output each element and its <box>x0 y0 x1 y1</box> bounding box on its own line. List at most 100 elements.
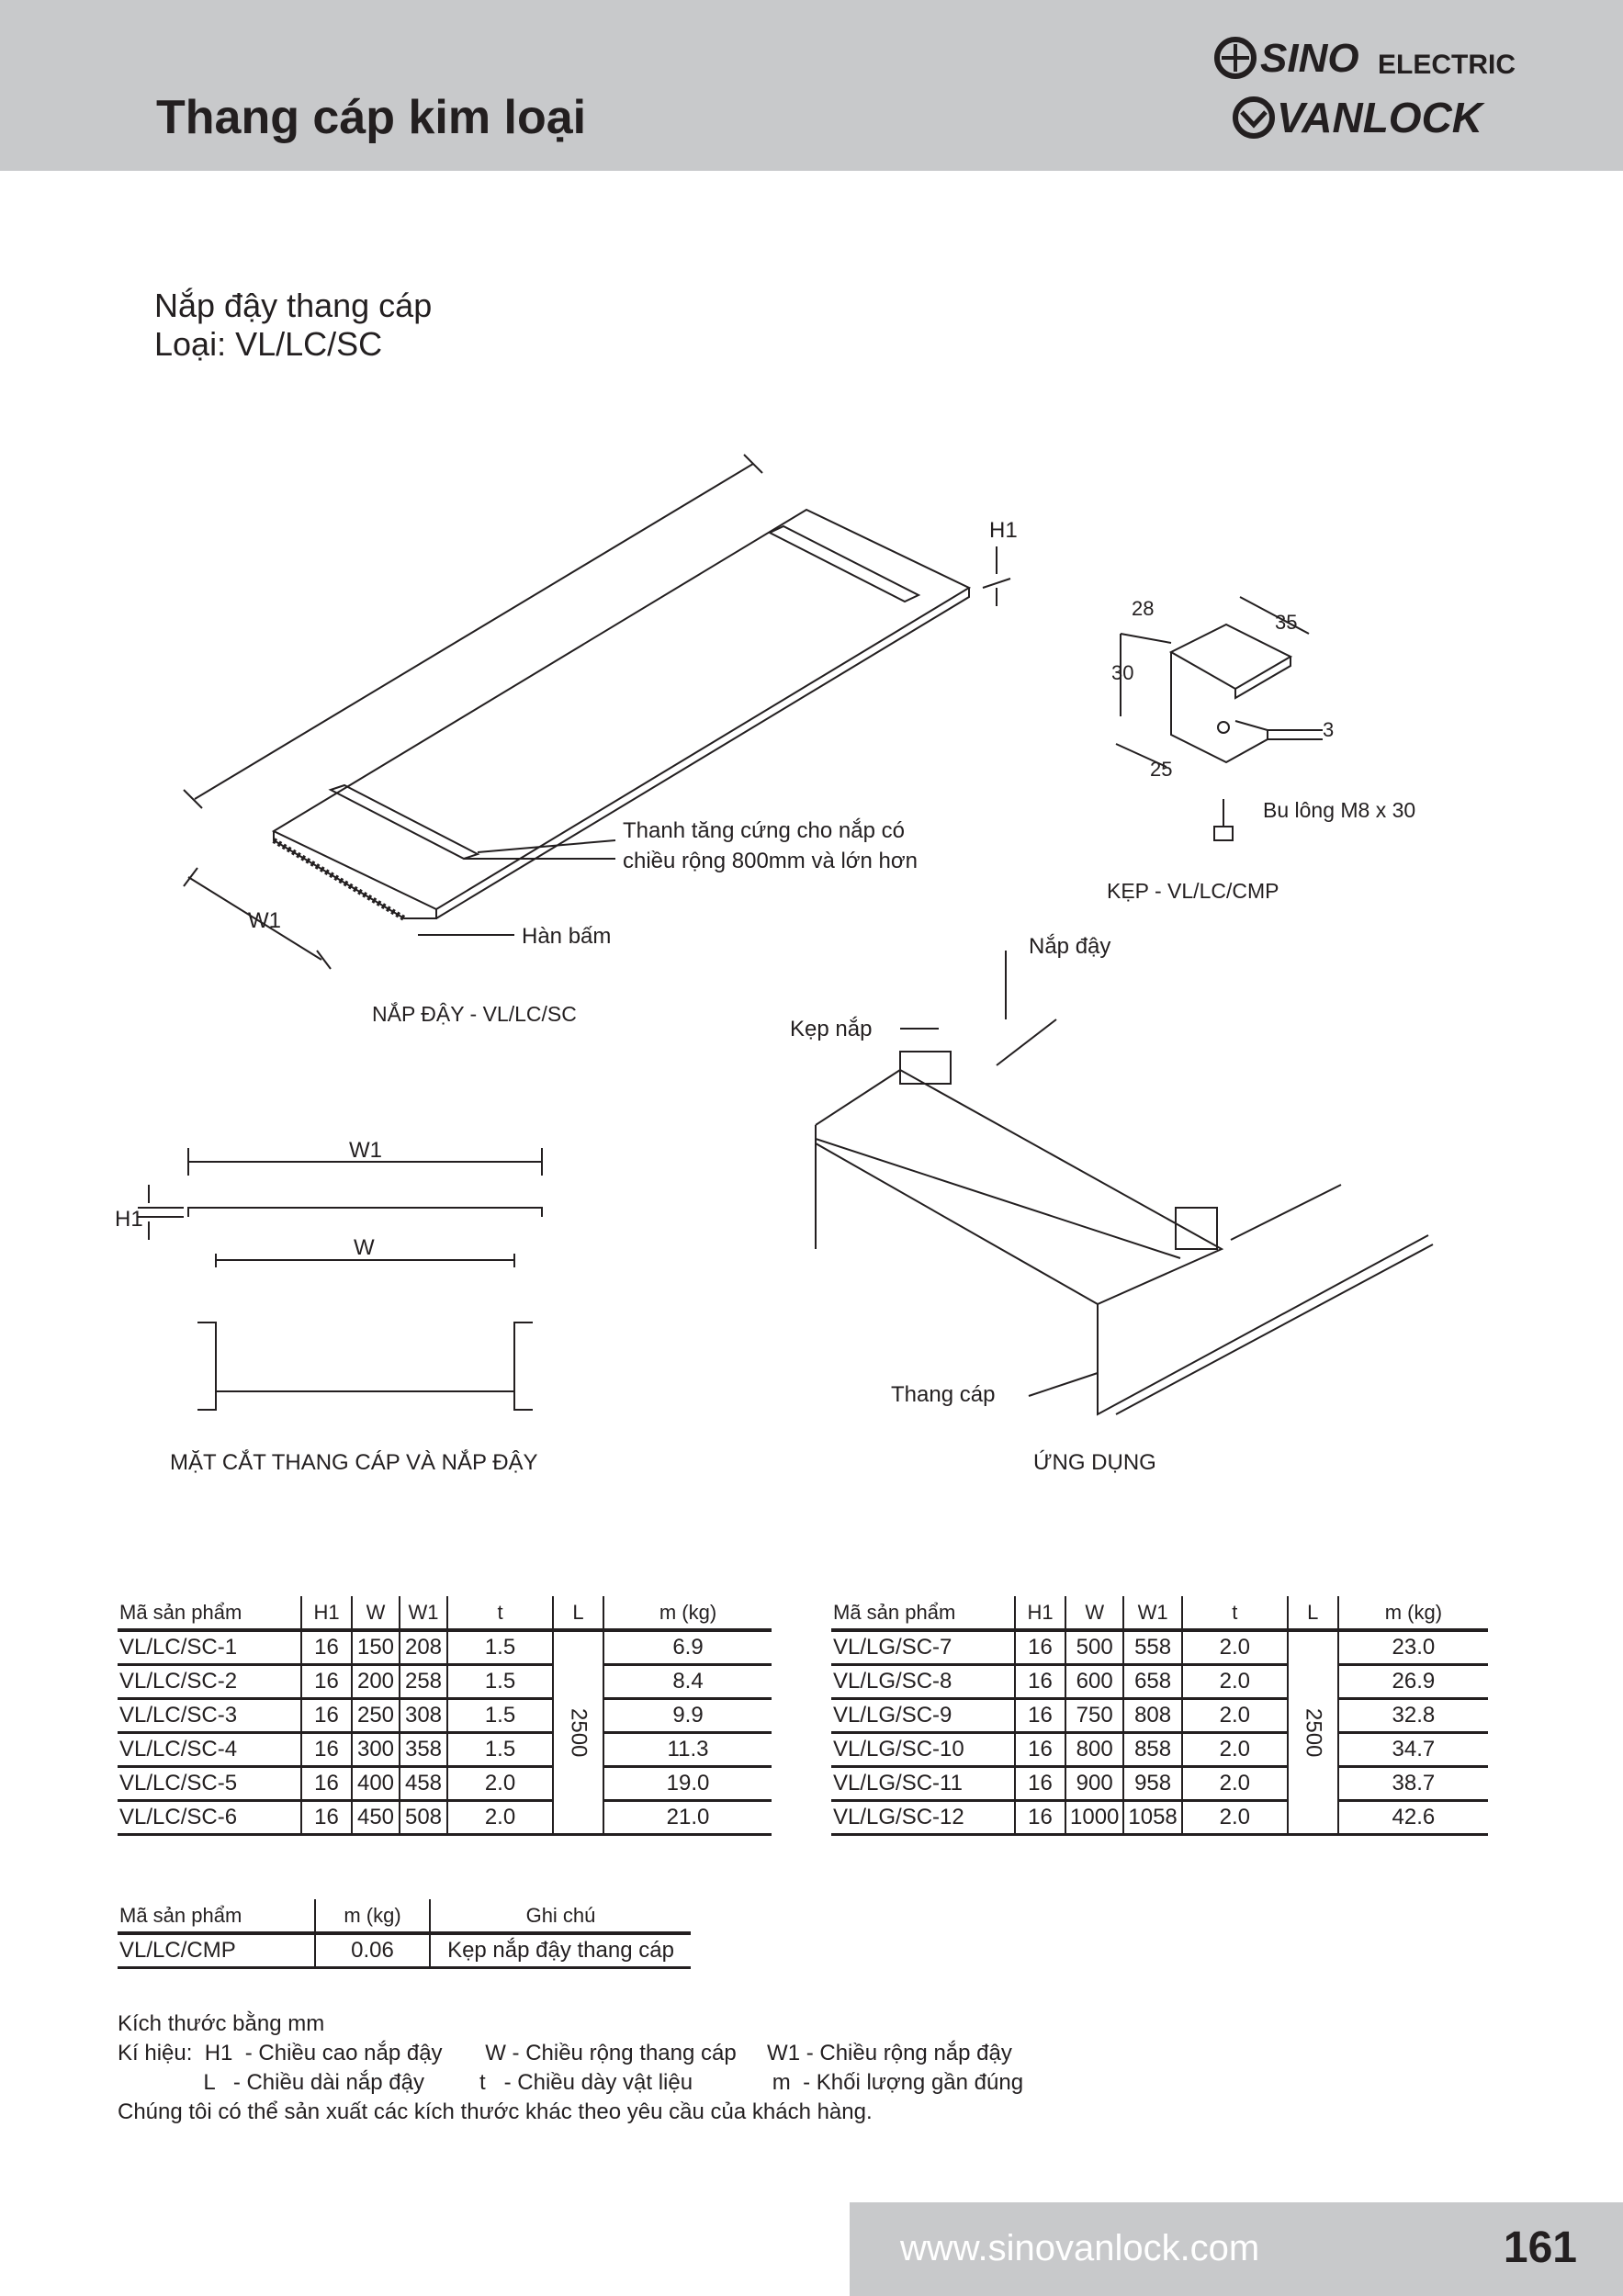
table-header-cell: W1 <box>399 1596 447 1632</box>
drawing-label: Thang cáp <box>891 1382 995 1407</box>
table-header-cell: W <box>1064 1596 1124 1632</box>
table-cell: VL/LG/SC-10 <box>831 1732 1015 1768</box>
table-cell: 400 <box>351 1766 400 1802</box>
table-cell: 26.9 <box>1336 1664 1488 1700</box>
table-cell: VL/LG/SC-8 <box>831 1664 1015 1700</box>
table-cell: VL/LG/SC-7 <box>831 1630 1015 1666</box>
table-cell: 2.0 <box>446 1766 553 1802</box>
table-cell: 150 <box>351 1630 400 1666</box>
table-cell: VL/LC/SC-6 <box>118 1800 301 1836</box>
notes: Kích thước bằng mm Kí hiệu: H1 - Chiều c… <box>118 2009 1023 2127</box>
section-drawing <box>138 1148 543 1411</box>
header-band: Thang cáp kim loại SINO ELECTRIC VANLOCK <box>0 0 1623 171</box>
table-cell: 200 <box>351 1664 400 1700</box>
table-cell: VL/LG/SC-12 <box>831 1800 1015 1836</box>
table-cell: 250 <box>351 1698 400 1734</box>
table-cell: 2.0 <box>1180 1732 1288 1768</box>
table-cell: 16 <box>1014 1664 1065 1700</box>
table-cell: VL/LC/SC-4 <box>118 1732 301 1768</box>
table-cell: 16 <box>300 1766 352 1802</box>
product-name: Nắp đậy thang cáp <box>154 287 433 324</box>
table-cell: 500 <box>1064 1630 1124 1666</box>
table-cell: 958 <box>1122 1766 1182 1802</box>
drawing-label: Hàn bấm <box>522 924 611 949</box>
drawing-label: VANLOCK <box>1277 94 1485 141</box>
table-cell: VL/LC/CMP <box>118 1933 315 1969</box>
table-cell: 11.3 <box>603 1732 772 1768</box>
table-cell: 800 <box>1064 1732 1124 1768</box>
units-note: Kích thước bằng mm <box>118 2011 325 2036</box>
drawing-label: chiều rộng 800mm và lớn hơn <box>623 849 918 873</box>
legend-line-2: L - Chiều dài nắp đậy t - Chiều dày vật … <box>118 2070 1024 2095</box>
table-cell: 508 <box>399 1800 447 1836</box>
table-cell: 450 <box>351 1800 400 1836</box>
clamp-drawing <box>1115 596 1323 841</box>
website-link[interactable]: www.sinovanlock.com <box>900 2228 1260 2268</box>
table-cell: 2.0 <box>1180 1698 1288 1734</box>
product-type: Loại: VL/LC/SC <box>154 325 383 363</box>
table-header-cell: L <box>552 1596 603 1632</box>
table-header-cell: Ghi chú <box>429 1899 691 1935</box>
table-cell: 558 <box>1122 1630 1182 1666</box>
table-cell: 2500 <box>552 1630 603 1836</box>
table-cell: 6.9 <box>603 1630 772 1666</box>
table-cell: 308 <box>399 1698 447 1734</box>
table-cell: 2.0 <box>1180 1664 1288 1700</box>
table-header-cell: L <box>1286 1596 1338 1632</box>
table-header-cell: W <box>351 1596 400 1632</box>
table-cell: 1000 <box>1064 1800 1124 1836</box>
table-cell: 658 <box>1122 1664 1182 1700</box>
table-header-cell: t <box>1180 1596 1288 1632</box>
drawing-label: H1 <box>115 1207 143 1232</box>
drawing-label: KẸP - VL/LC/CMP <box>1107 879 1279 903</box>
drawing-label: ELECTRIC <box>1378 50 1516 80</box>
table-header-cell: H1 <box>300 1596 352 1632</box>
table-cell: VL/LC/SC-1 <box>118 1630 301 1666</box>
table-cell: 16 <box>300 1630 352 1666</box>
table-cell: 808 <box>1122 1698 1182 1734</box>
table-cell: 358 <box>399 1732 447 1768</box>
drawing-label: W1 <box>248 908 281 933</box>
table-header-cell: W1 <box>1122 1596 1182 1632</box>
table-cell: 258 <box>399 1664 447 1700</box>
table-cell: 750 <box>1064 1698 1124 1734</box>
table-cell: 208 <box>399 1630 447 1666</box>
table-cell: 300 <box>351 1732 400 1768</box>
drawing-label: Bu lông M8 x 30 <box>1263 798 1415 822</box>
table-cell: VL/LC/SC-5 <box>118 1766 301 1802</box>
table-cell: 600 <box>1064 1664 1124 1700</box>
table-cell: 1058 <box>1122 1800 1182 1836</box>
table-header-cell: H1 <box>1014 1596 1065 1632</box>
table-cell: 2.0 <box>446 1800 553 1836</box>
table-cell: 38.7 <box>1336 1766 1488 1802</box>
table-cell: 1.5 <box>446 1664 553 1700</box>
table-cell: 23.0 <box>1336 1630 1488 1666</box>
table-cell: 16 <box>300 1732 352 1768</box>
drawing-label: 28 <box>1132 597 1154 620</box>
table-cell: 9.9 <box>603 1698 772 1734</box>
table-cell: 32.8 <box>1336 1698 1488 1734</box>
page-title: Thang cáp kim loại <box>156 91 587 144</box>
drawing-label: 35 <box>1275 611 1297 634</box>
drawing-label: NẮP ĐẬY - VL/LC/SC <box>372 1001 577 1026</box>
drawing-label: SINO <box>1260 36 1359 81</box>
table-cell: 2.0 <box>1180 1630 1288 1666</box>
drawing-label: 25 <box>1150 758 1172 781</box>
table-header-cell: t <box>446 1596 553 1632</box>
table-header-cell: m (kg) <box>603 1596 772 1632</box>
drawing-label: W <box>354 1235 375 1260</box>
table-cell: 0.06 <box>314 1933 430 1969</box>
table-cell: 1.5 <box>446 1698 553 1734</box>
table-cell: 16 <box>1014 1800 1065 1836</box>
